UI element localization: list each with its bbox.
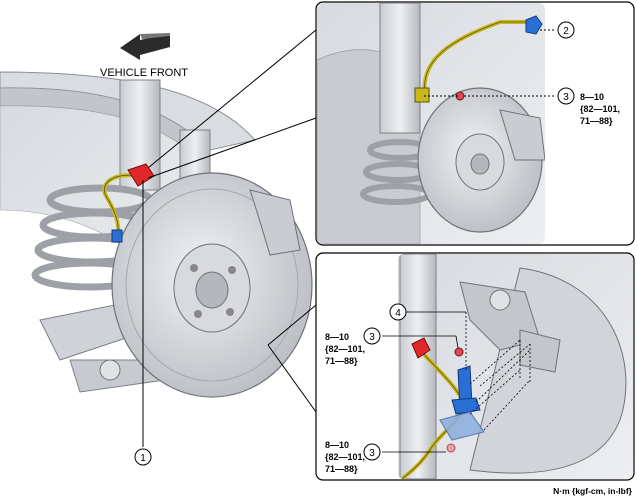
- callout-4: 4: [395, 308, 401, 319]
- torque-bottom-line3: 71—88}: [325, 464, 358, 474]
- torque-mid-line1: 8—10: [325, 332, 349, 342]
- main-view: [0, 71, 313, 398]
- torque-bottom-line2: {82—101,: [325, 452, 365, 462]
- zoom-guide-line: [147, 29, 317, 169]
- callout-3-top: 3: [563, 92, 569, 103]
- callout-circle: [389, 303, 407, 321]
- callout-1: 1: [140, 453, 146, 464]
- torque-bottom-line1: 8—10: [325, 440, 349, 450]
- torque-mid-line2: {82—101,: [325, 344, 365, 354]
- callout-3-mid: 3: [369, 332, 375, 343]
- torque-top-line2: {82—101,: [580, 104, 620, 114]
- vehicle-front-arrow: [120, 33, 170, 60]
- callout-circle: [134, 448, 152, 466]
- callout-circle: [557, 87, 575, 105]
- torque-top-line3: 71—88}: [580, 116, 613, 126]
- callout-circle: [363, 327, 381, 345]
- zoom-guide-line: [147, 117, 317, 179]
- units-label: N·m {kgf-cm, in-lbf}: [553, 486, 633, 496]
- callout-3-bottom: 3: [369, 448, 375, 459]
- zoom-guide-line: [267, 344, 317, 413]
- torque-mid-line3: 71—88}: [325, 356, 358, 366]
- zoom-guide-line: [267, 304, 317, 346]
- torque-top-line1: 8—10: [580, 92, 604, 102]
- callout-circle: [363, 443, 381, 461]
- vehicle-front-label: VEHICLE FRONT: [100, 67, 188, 79]
- callout-2: 2: [563, 26, 569, 37]
- detail-panel-bottom: [315, 252, 635, 481]
- detail-panel-top: [315, 1, 635, 246]
- callout-circle: [557, 21, 575, 39]
